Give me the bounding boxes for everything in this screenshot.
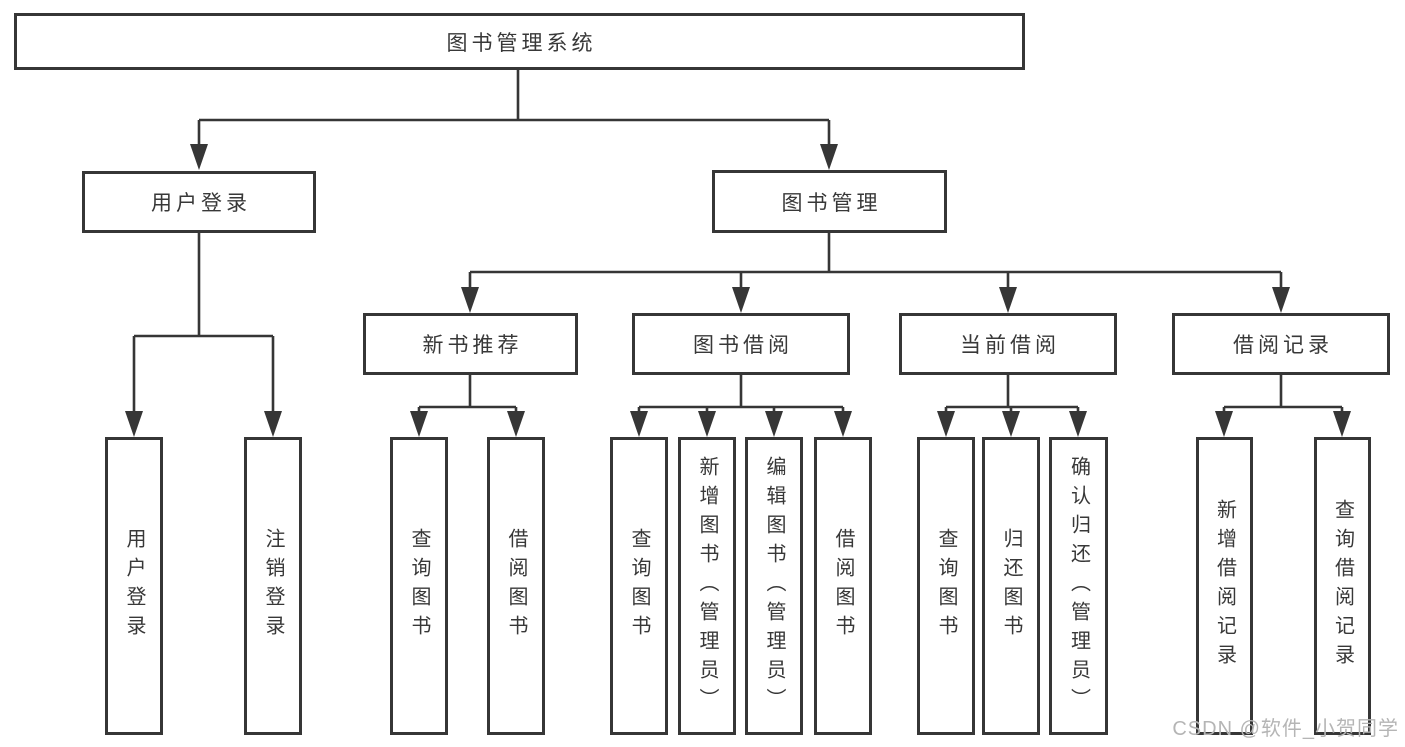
- leaf-query-books-recommend: 查询图书: [390, 437, 448, 735]
- node-book-management: 图书管理: [712, 170, 947, 233]
- node-system-root: 图书管理系统: [14, 13, 1025, 70]
- node-borrow-records: 借阅记录: [1172, 313, 1390, 375]
- node-new-book-recommend: 新书推荐: [363, 313, 578, 375]
- node-user-login: 用户登录: [82, 171, 316, 233]
- leaf-user-login: 用户登录: [105, 437, 163, 735]
- leaf-add-book-admin: 新增图书（管理员）: [678, 437, 736, 735]
- leaf-query-borrow-record: 查询借阅记录: [1314, 437, 1371, 735]
- leaf-borrow-books-recommend: 借阅图书: [487, 437, 545, 735]
- node-book-borrowing: 图书借阅: [632, 313, 850, 375]
- leaf-query-books-current: 查询图书: [917, 437, 975, 735]
- leaf-borrow-books-borrowing: 借阅图书: [814, 437, 872, 735]
- leaf-logout: 注销登录: [244, 437, 302, 735]
- leaf-add-borrow-record: 新增借阅记录: [1196, 437, 1253, 735]
- leaf-query-books-borrowing: 查询图书: [610, 437, 668, 735]
- leaf-return-book: 归还图书: [982, 437, 1040, 735]
- watermark: CSDN @软件_小贺同学: [1172, 718, 1399, 740]
- leaf-confirm-return-admin: 确认归还（管理员）: [1049, 437, 1108, 735]
- leaf-edit-book-admin: 编辑图书（管理员）: [745, 437, 803, 735]
- node-current-borrowing: 当前借阅: [899, 313, 1117, 375]
